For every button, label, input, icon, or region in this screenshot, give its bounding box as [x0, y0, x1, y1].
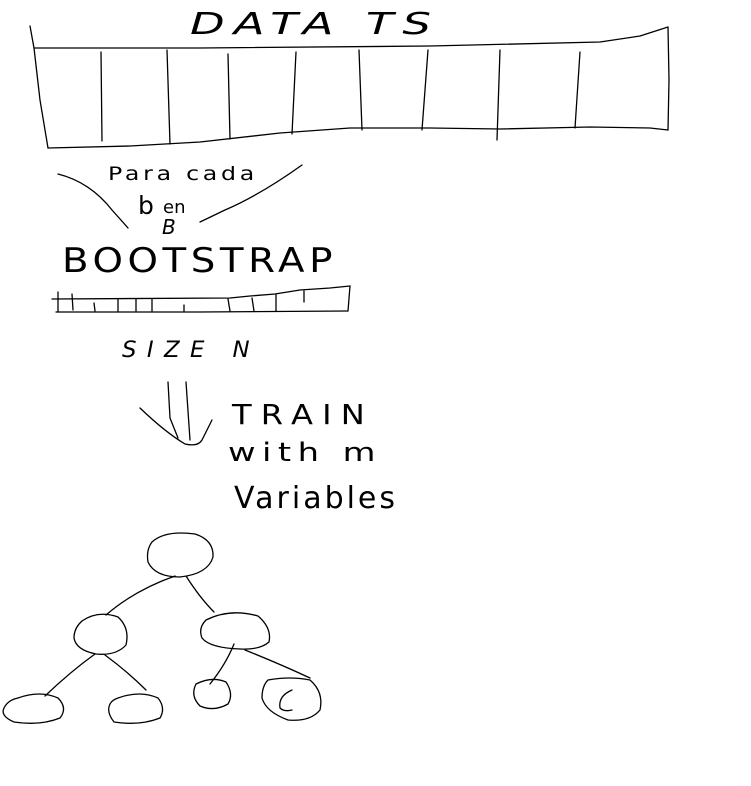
- train-label-variables: Variables: [234, 481, 398, 516]
- size-label: SIZE N: [122, 338, 260, 363]
- arrow-shaft-left: [167, 381, 179, 439]
- bootstrap-bar-divider: [71, 293, 74, 311]
- bootstrap-bar-divider: [93, 302, 96, 312]
- arrow-shaft-right: [185, 381, 191, 441]
- tree-root-node: [146, 532, 214, 578]
- decision-tree: [2, 532, 322, 724]
- tree-branch: [244, 649, 311, 679]
- bootstrap-bar-right: [347, 285, 351, 312]
- data-table-divider: [100, 51, 103, 142]
- data-table-top: [33, 26, 669, 49]
- data-table-divider: [496, 49, 501, 141]
- data-table-divider: [166, 49, 171, 145]
- bootstrap-bar-bottom: [55, 310, 349, 313]
- arrow-head: [139, 407, 213, 446]
- tree-leaf-node: [193, 678, 232, 710]
- funnel-left-line: [57, 173, 129, 229]
- data-table-divider: [291, 51, 297, 135]
- loop-label: Para cada: [108, 163, 258, 185]
- tree-branch: [185, 575, 215, 613]
- tree-leaf-inner-curve: [279, 689, 293, 712]
- bootstrap-bar-top: [51, 285, 351, 300]
- bootstrap-bar-divider: [251, 297, 255, 312]
- data-table-divider: [574, 51, 581, 129]
- tree-branch: [104, 654, 147, 691]
- data-table-divider: [421, 49, 429, 131]
- loop-label-b: b: [138, 191, 154, 220]
- data-table-bottom: [47, 126, 669, 149]
- bootstrap-label: BOOTSTRAP: [62, 241, 337, 281]
- funnel-right-line: [199, 164, 303, 223]
- tree-branch: [209, 643, 235, 685]
- loop-label-B: B: [162, 215, 176, 239]
- train-label: TRAIN: [231, 398, 374, 431]
- tree-leaf-node: [261, 677, 322, 721]
- data-table: [29, 25, 670, 149]
- tree-internal-node: [73, 613, 128, 655]
- tree-branch: [44, 653, 96, 697]
- tree-branch: [105, 575, 176, 616]
- data-table-left: [29, 25, 49, 149]
- data-table-divider: [227, 53, 231, 140]
- data-table-right: [667, 26, 670, 131]
- bootstrap-bar-divider: [227, 298, 231, 312]
- tree-internal-node: [200, 612, 271, 650]
- data-table-divider: [358, 49, 363, 131]
- train-label-with-m: with m: [228, 438, 382, 468]
- loop-label-en: en: [163, 197, 185, 218]
- tree-leaf-node: [108, 693, 164, 724]
- down-arrow: [139, 381, 213, 446]
- title-text: DATA TS: [190, 7, 440, 42]
- tree-leaf-node: [2, 693, 65, 724]
- bootstrap-sample-bar: [51, 285, 351, 313]
